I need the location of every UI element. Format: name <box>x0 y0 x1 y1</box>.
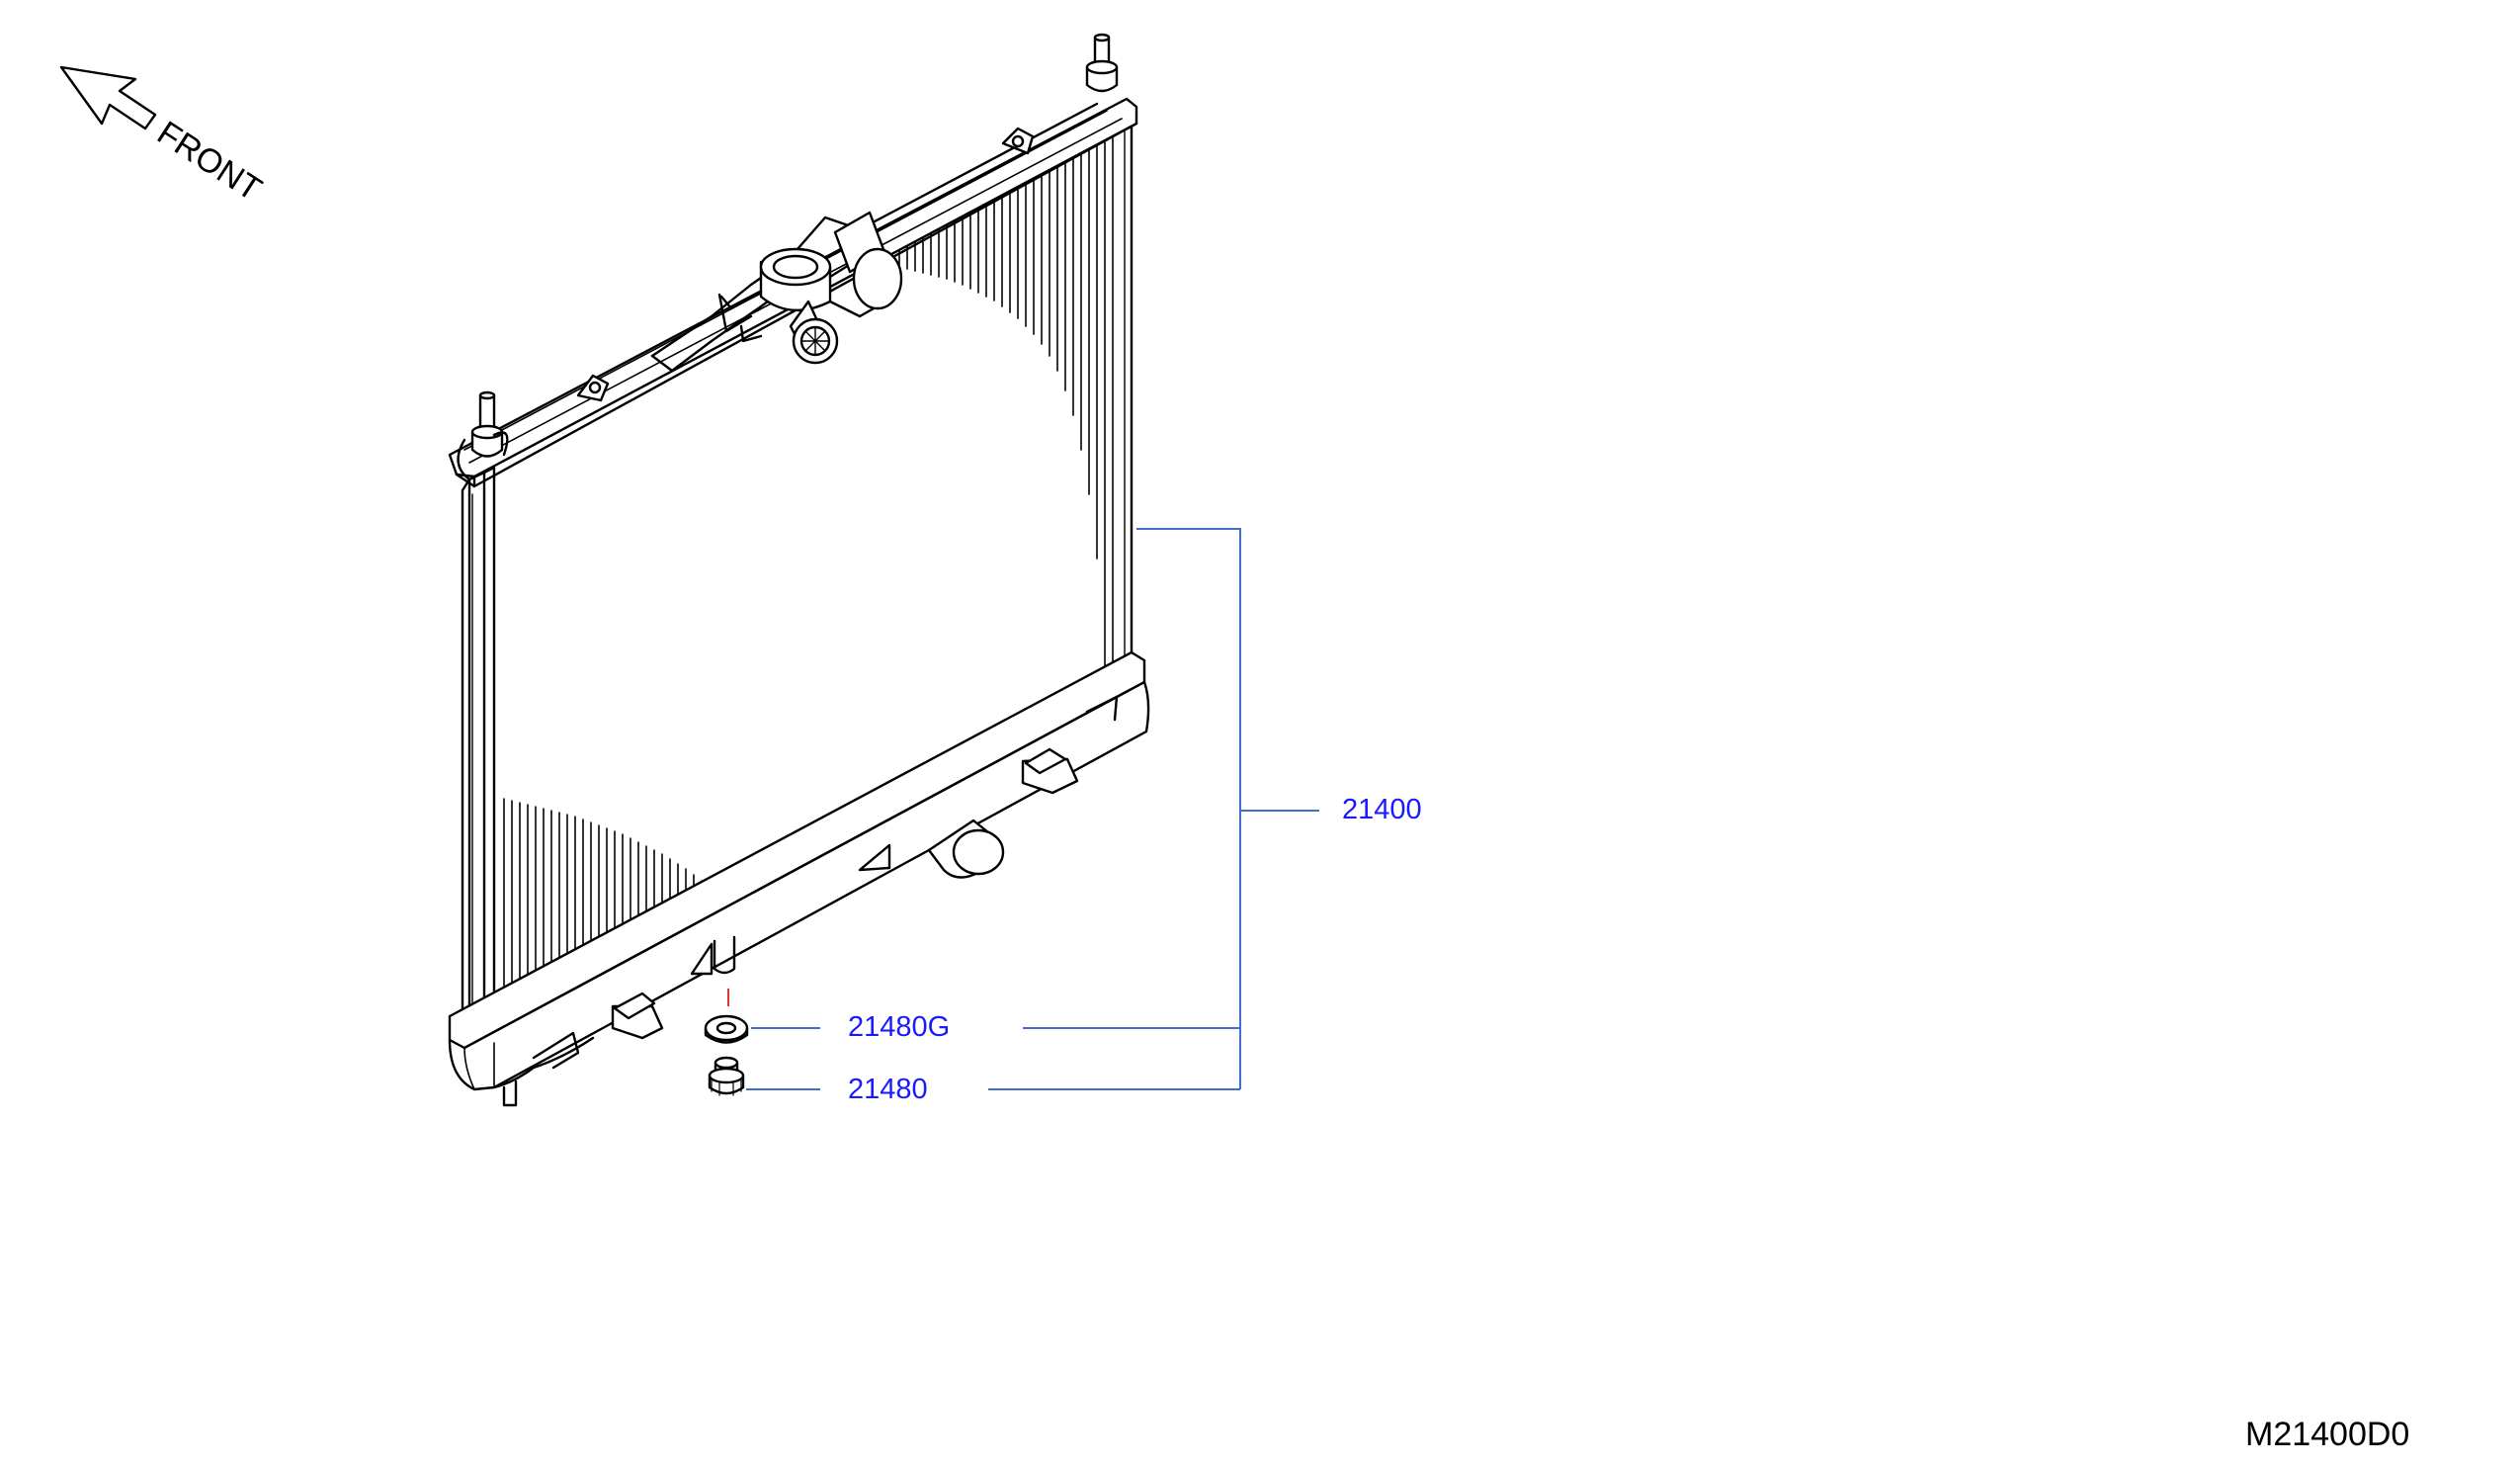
right-side-frame <box>1117 117 1134 672</box>
leader-lines <box>746 528 1319 1090</box>
lower-tank <box>448 650 1150 1107</box>
part-number-21480[interactable]: 21480 <box>848 1074 928 1105</box>
upper-hose-outlet <box>739 211 903 365</box>
drain-plug-gasket-icon <box>704 1014 749 1044</box>
diagram-code: M21400D0 <box>2245 1416 2410 1453</box>
drain-plug-icon <box>708 1056 745 1096</box>
part-number-21400[interactable]: 21400 <box>1342 794 1422 825</box>
core-fins-top <box>898 128 1114 668</box>
filler-neck <box>717 247 896 333</box>
front-arrow-icon <box>59 65 157 130</box>
part-number-21480G[interactable]: 21480G <box>848 1011 951 1043</box>
